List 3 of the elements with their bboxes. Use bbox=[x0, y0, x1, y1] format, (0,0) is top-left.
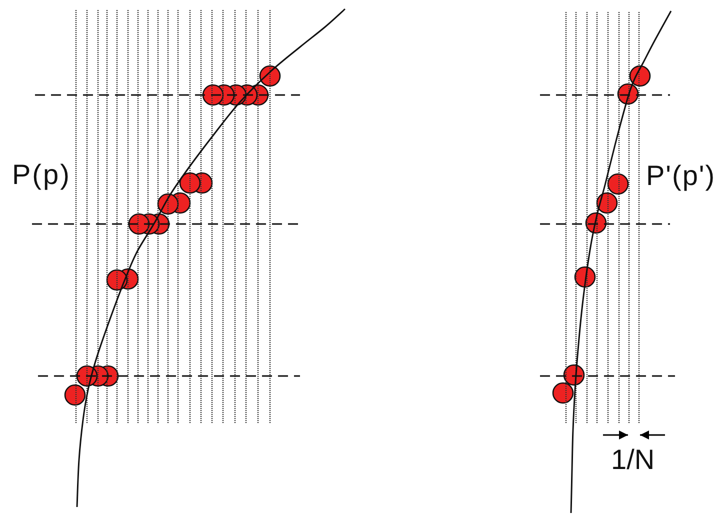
function-label: P'(p') bbox=[646, 162, 716, 190]
function-label: P(p) bbox=[12, 161, 71, 189]
dimension-label: 1/N bbox=[611, 446, 655, 474]
